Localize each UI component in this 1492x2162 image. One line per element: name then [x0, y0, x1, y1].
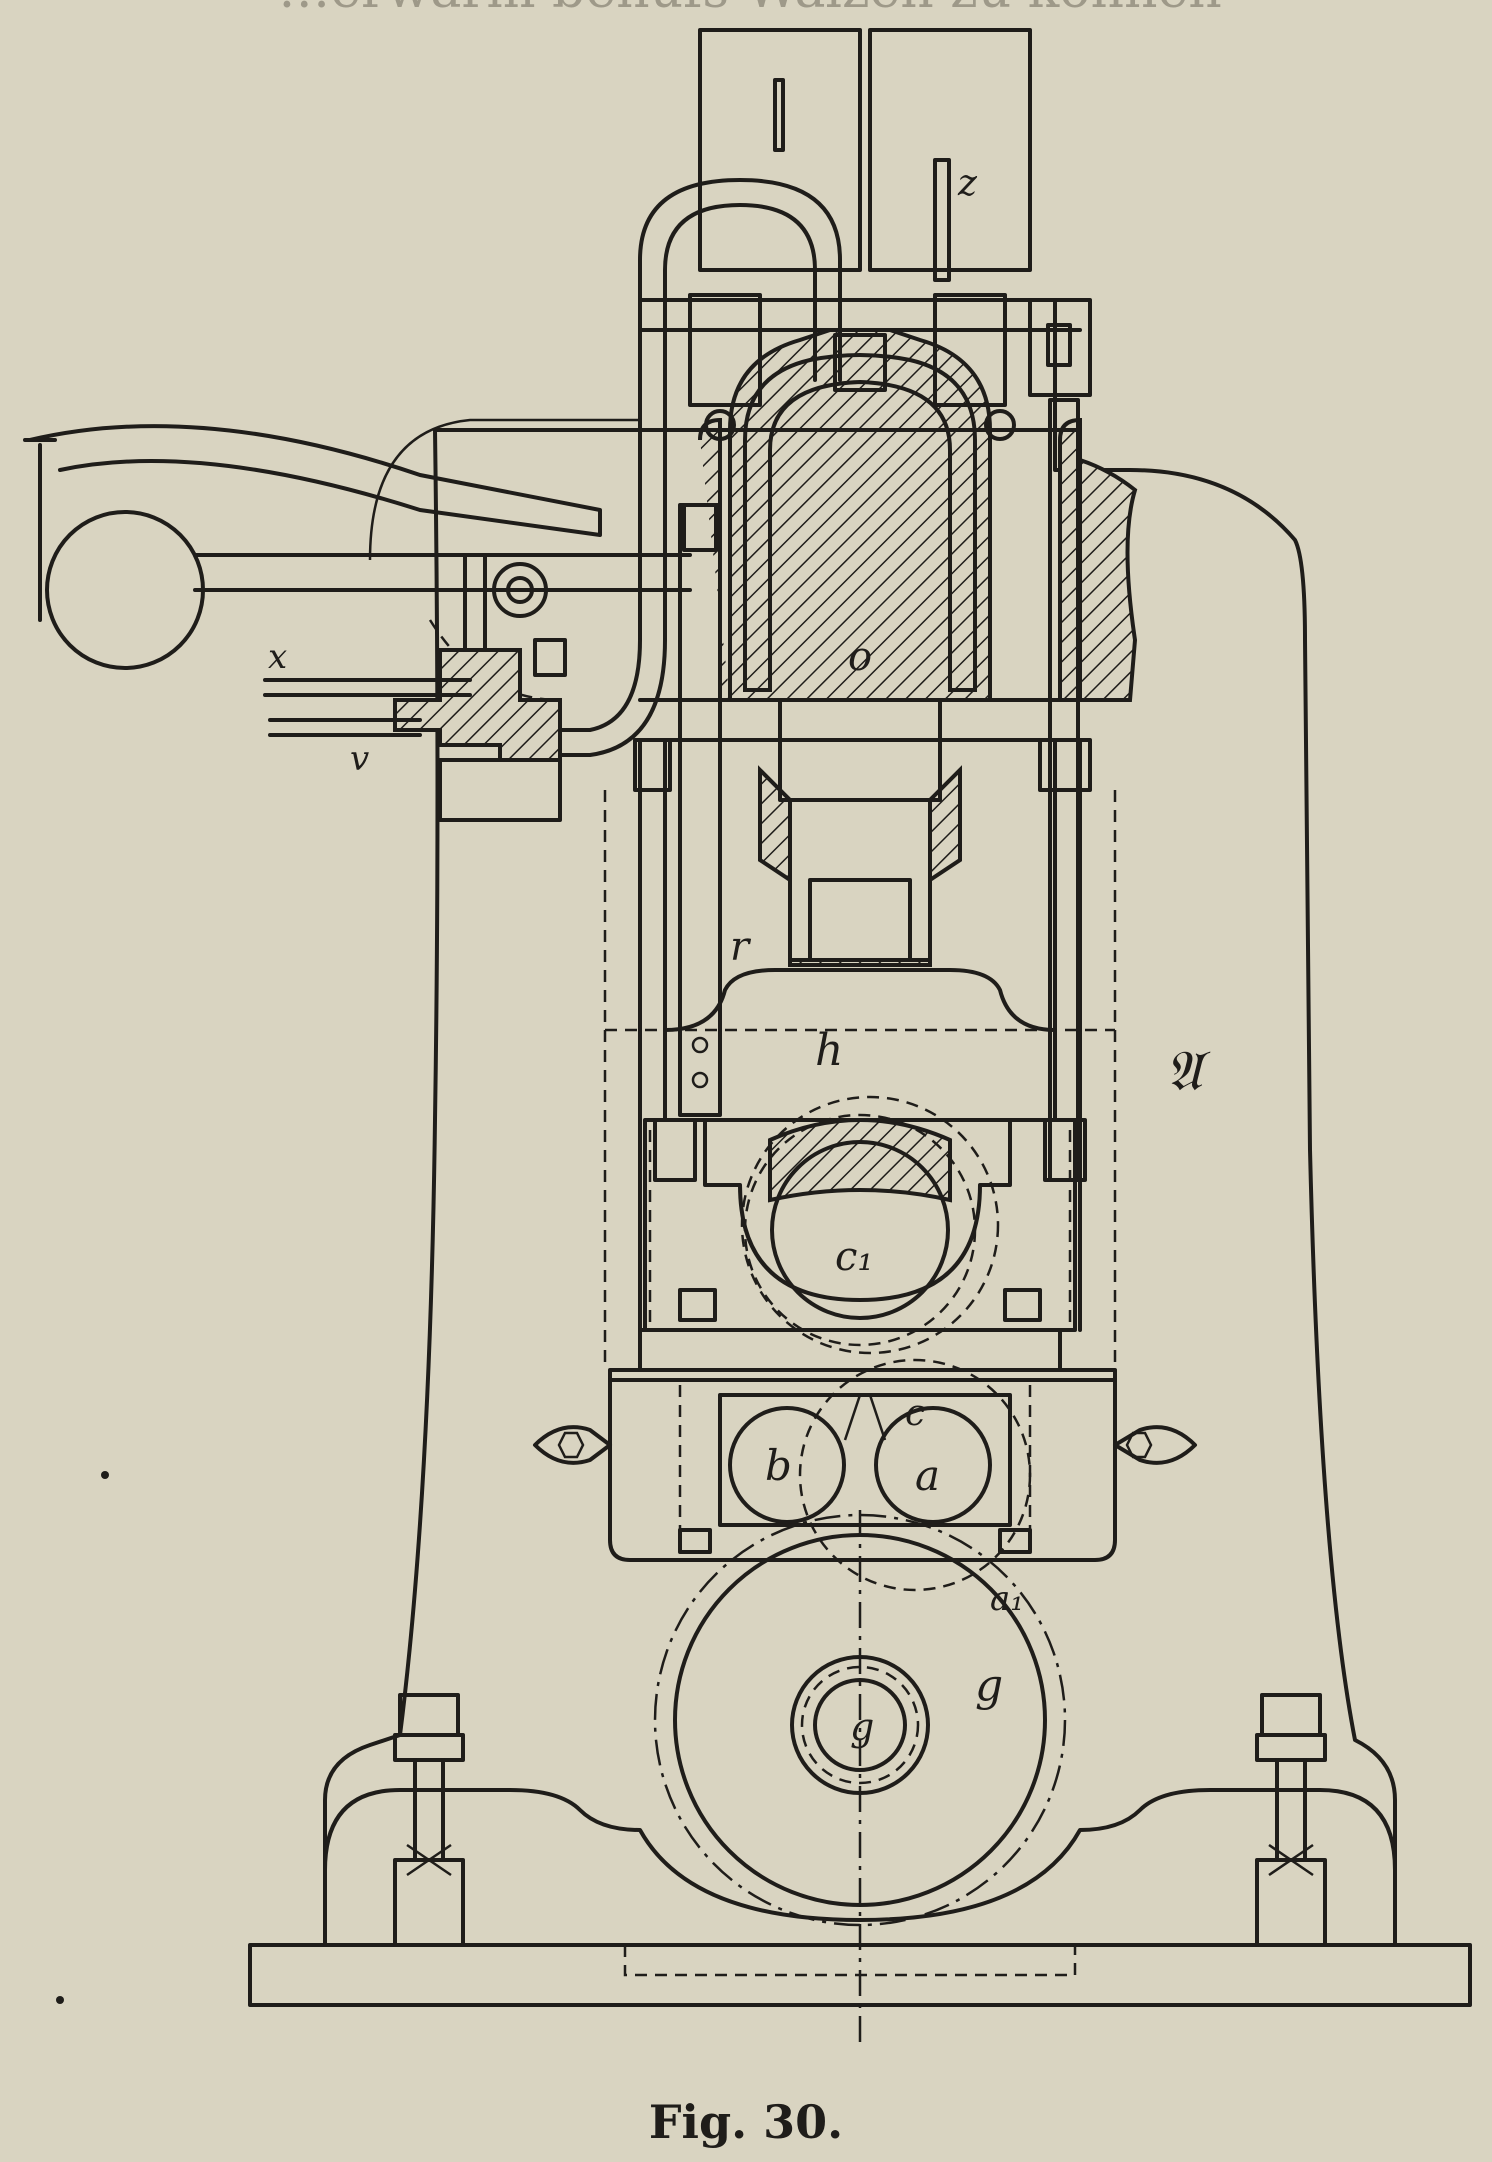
label-a: a: [915, 1451, 940, 1500]
label-c1: c₁: [835, 1234, 873, 1280]
label-z: z: [957, 163, 978, 204]
label-c: c: [905, 1393, 925, 1434]
label-h: h: [815, 1025, 843, 1076]
delivery-pipe-bend: [518, 638, 667, 757]
label-v: v: [350, 739, 369, 779]
roller-box: [718, 1393, 1012, 1527]
right-wing-nut: [1113, 1425, 1197, 1465]
bearing-shell-top: [768, 1118, 952, 1203]
rear-wheel-arc: [368, 418, 640, 561]
right-rod-foot: [1043, 1118, 1087, 1182]
top-block-left: [698, 28, 862, 272]
label-a1: a₁: [990, 1579, 1024, 1619]
bleed-through-text: …erwarm behufs Walzen zu können: [30, 0, 1470, 20]
crank-circle-dash1: [743, 1113, 977, 1347]
top-slot: [773, 78, 785, 152]
base-recess: [623, 1945, 1077, 1977]
bolt-nut-left: [678, 1288, 717, 1322]
label-b: b: [765, 1441, 792, 1490]
ink-dot-1: [101, 1471, 109, 1479]
ram-crosshead: [663, 968, 1057, 1122]
guide-dashed-inner: [648, 1130, 1072, 1330]
bolt-nut-right: [1003, 1288, 1042, 1322]
lever-link: [193, 553, 692, 592]
housing-foot-right: [998, 1528, 1032, 1554]
right-rod-nut: [1038, 738, 1092, 792]
wedge-lines: [843, 1394, 887, 1441]
left-foot-bolt: [393, 1693, 465, 1947]
top-valve: [833, 333, 887, 392]
cylinder-flanges: [638, 428, 1082, 702]
ink-dot-2: [56, 1996, 64, 2004]
label-o: o: [848, 634, 872, 680]
label-r: r: [730, 924, 752, 970]
rod-r-hole1: [691, 1036, 709, 1054]
label-g-center: g: [850, 1705, 874, 1749]
crank-pin-c1: [770, 1140, 950, 1320]
nut-top-right: [984, 409, 1016, 441]
top-left-lug: [688, 293, 762, 407]
roller-a: [874, 1406, 992, 1524]
valve-bracket: [438, 758, 562, 822]
hub-dashed: [800, 1665, 920, 1785]
shaft: [813, 1678, 907, 1772]
valve-body: [393, 648, 562, 762]
top-cross-plates: [638, 298, 1082, 332]
rod-r-nut: [633, 738, 672, 792]
rod-z: [933, 158, 951, 282]
valve-cap: [533, 638, 567, 677]
lever-pivot-pin: [506, 576, 534, 604]
counterweight: [45, 510, 205, 670]
plunger-foot-window: [808, 878, 912, 962]
flywheel-pitch-circle: [653, 1513, 1067, 1927]
guide-dashed-outer: [603, 790, 1117, 1370]
pipes-x-v: [263, 678, 472, 737]
housing-foot-left: [678, 1528, 712, 1554]
top-right-slot: [1046, 323, 1072, 367]
bearing-cap-bar: [638, 1328, 1062, 1372]
weight-hanger: [23, 438, 57, 622]
label-g-ring: g: [975, 1660, 1003, 1711]
roller-b: [728, 1406, 846, 1524]
left-wing-nut: [533, 1425, 612, 1465]
label-A: 𝔄: [1165, 1039, 1211, 1104]
lever-pivot: [492, 562, 548, 618]
delivery-pipe: [638, 178, 842, 642]
roller-a-pitch: [798, 1358, 1032, 1592]
left-rod-foot: [653, 1118, 697, 1182]
roller-housing: [608, 1368, 1117, 1562]
crank-circle-dash2: [740, 1095, 1000, 1355]
rod-r-head: [682, 503, 718, 552]
label-x: x: [268, 637, 287, 677]
top-far-right-lug: [1028, 298, 1092, 397]
plunger-foot: [758, 765, 962, 967]
top-right-lug: [933, 293, 1007, 407]
nut-top-left: [704, 409, 736, 441]
lever-arm: [28, 424, 602, 537]
figure-caption: Fig. 30.: [648, 2095, 844, 2149]
rod-r-hole2: [691, 1071, 709, 1089]
frame-base-arch: [323, 1788, 1397, 1947]
right-foot-bolt: [1255, 1693, 1327, 1947]
valve-stem: [463, 553, 487, 652]
frame-hatch-right: [1078, 457, 1138, 702]
